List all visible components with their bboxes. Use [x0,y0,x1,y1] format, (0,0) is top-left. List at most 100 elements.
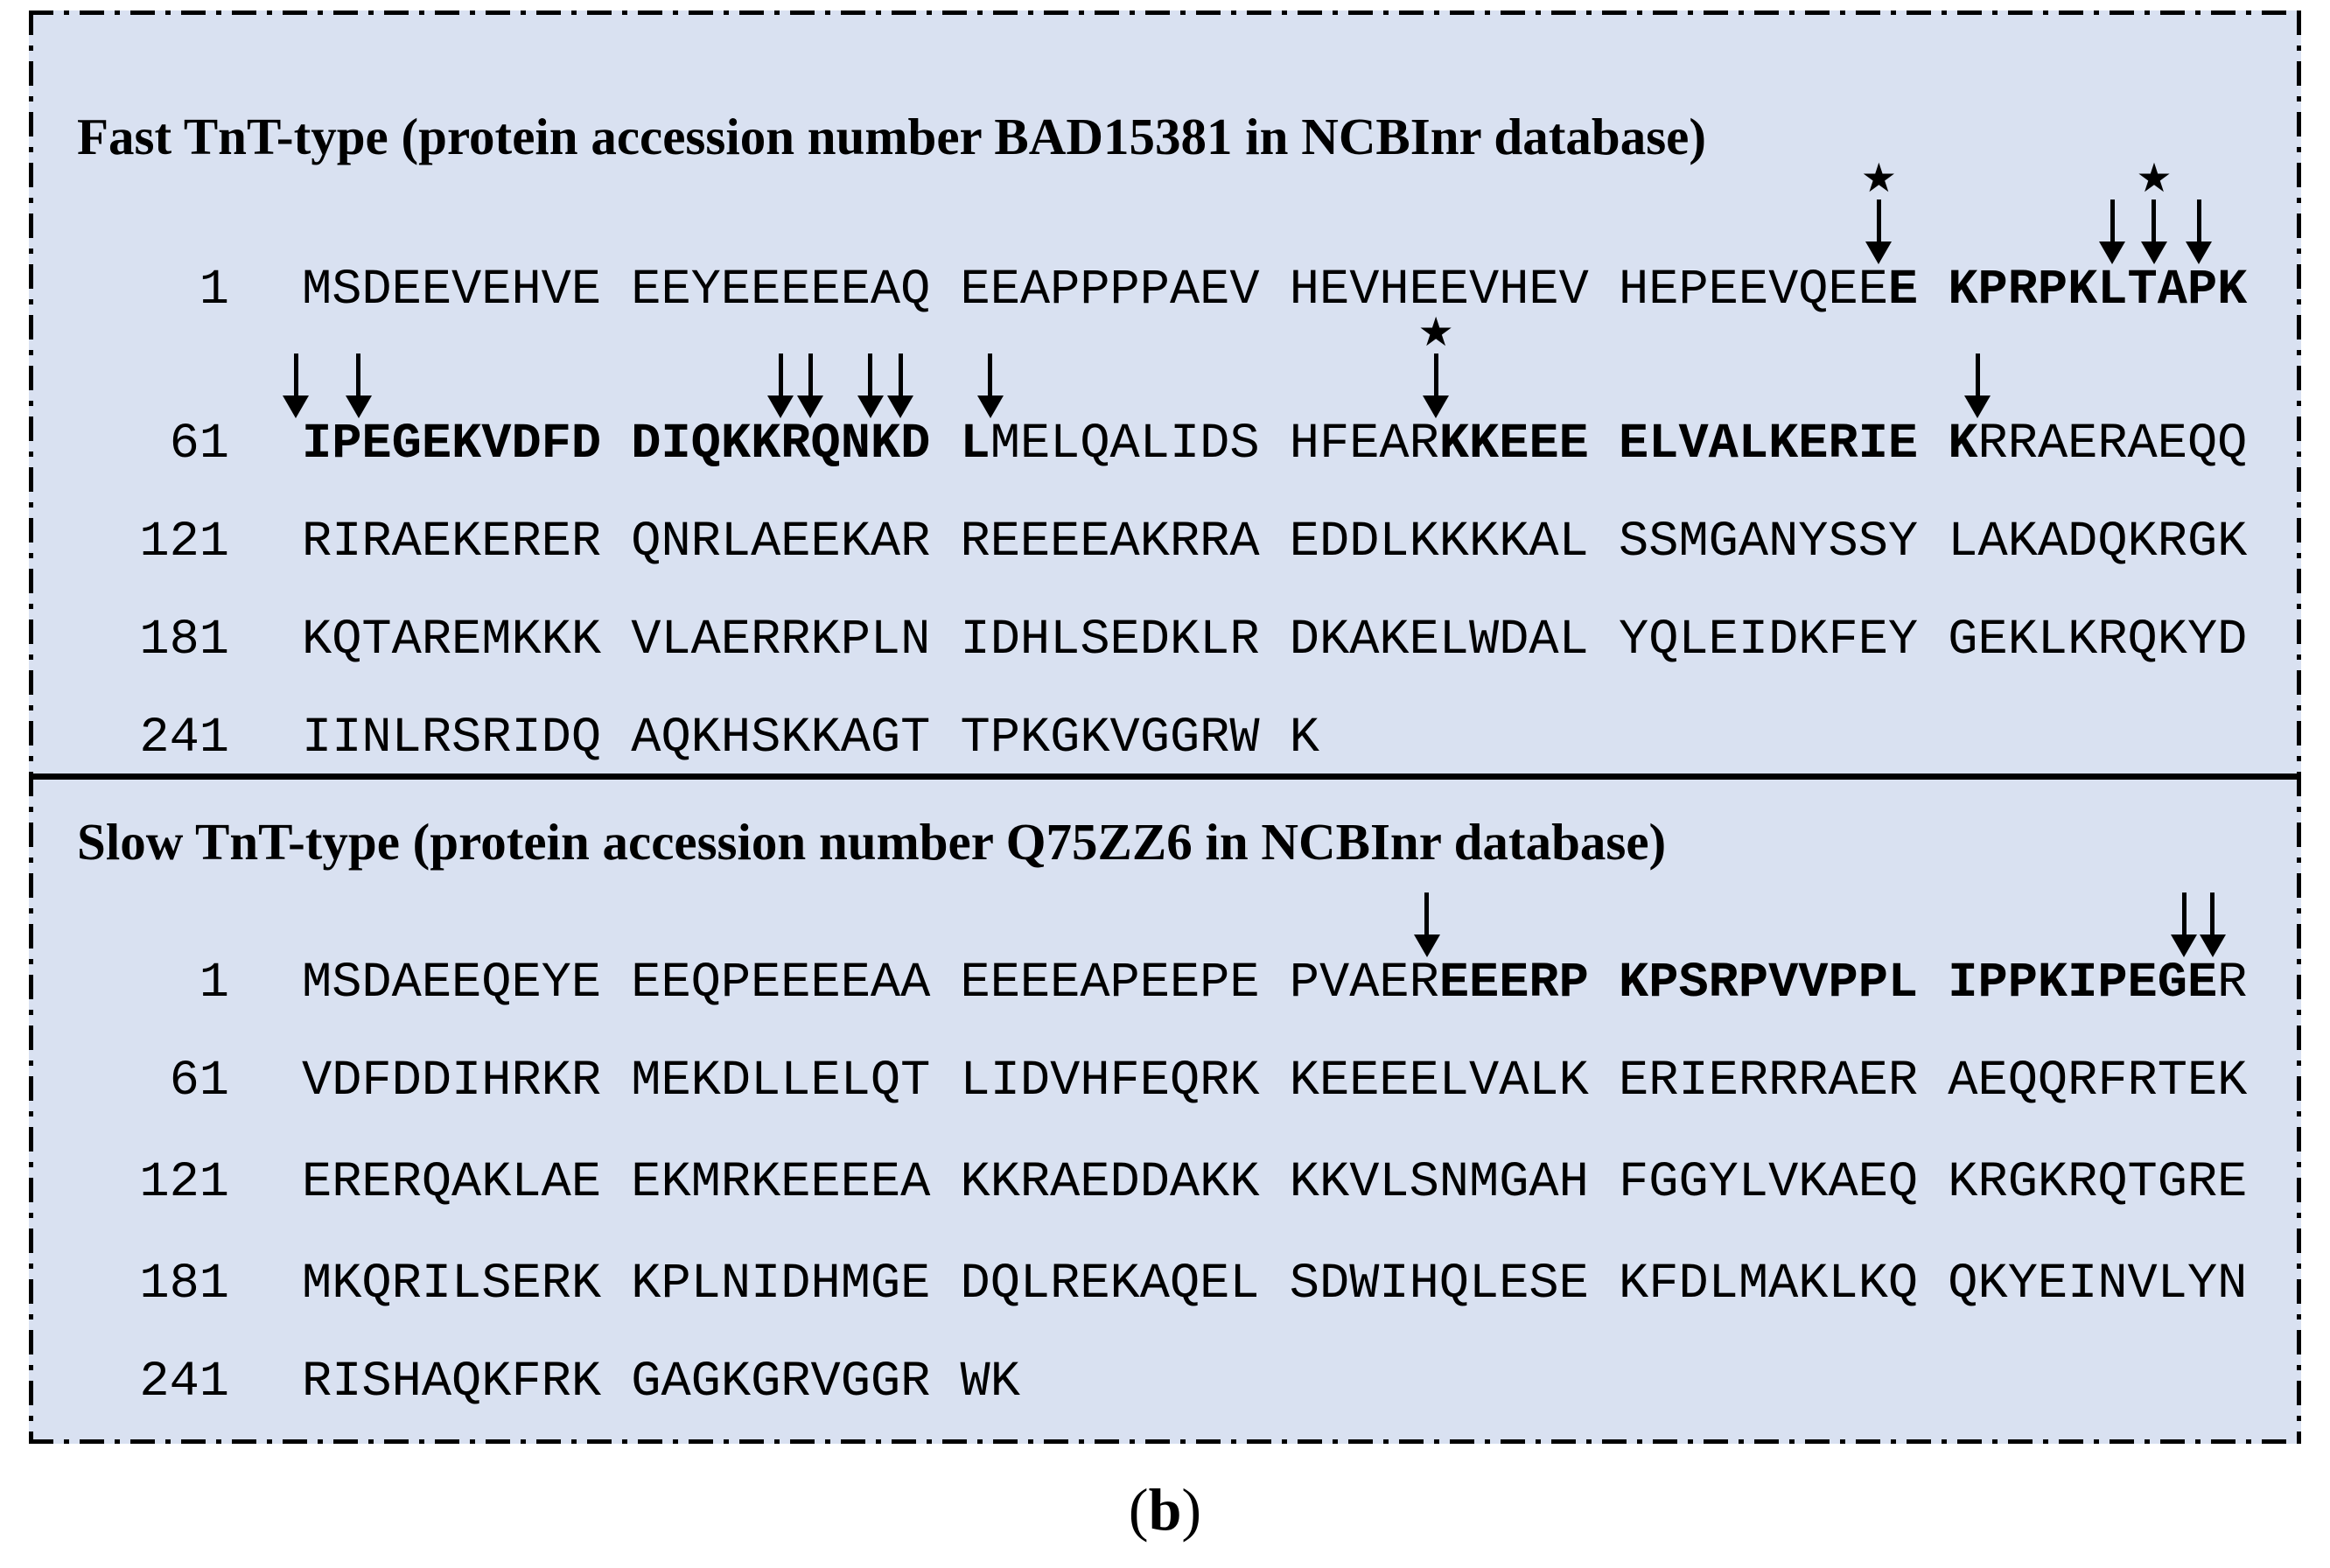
row-start-residue-number: 181 [139,612,229,668]
sequence-segment: MELQALIDS HFEAR [990,416,1439,472]
arrow-head [2099,242,2126,264]
down-arrow-icon [857,354,884,418]
down-arrow-icon [2171,892,2198,957]
sequence-segment: MSDAEEQEYE EEQPEEEEAA EEEEAPEEPE PVAER [302,956,1439,1012]
row-start-residue-number: 121 [139,1155,229,1211]
down-arrow-icon [345,354,372,418]
arrow-head [857,396,884,418]
arrow-stem [2110,200,2115,242]
amino-acid-sequence: ERERQAKLAE EKMRKEEEEA KKRAEDDAKK KKVLSNM… [302,1158,2247,1208]
sequence-row: 1 MSDAEEQEYE EEQPEEEEAA EEEEAPEEPE PVAERE… [0,959,2330,1012]
sequence-segment: MSDEEVEHVE EEYEEEEEAQ EEAPPPPAEV HEVHEEV… [302,262,1888,318]
arrow-head [2186,242,2213,264]
sequence-segment-bold: IPEGEKVDFD DIQKKRQNKD L [302,416,990,472]
down-arrow-icon [1423,354,1450,418]
arrow-stem [778,354,783,396]
sequence-segment-bold: EEERP KPSRPVVPPL IPPKIPEGE [1438,956,2218,1012]
section-divider-line [29,774,2301,780]
caption-open-paren: ( [1128,1476,1149,1543]
panel-border-left [29,10,33,1444]
down-arrow-icon [887,354,913,418]
arrow-stem [2196,200,2201,242]
sequence-segment: ERERQAKLAE EKMRKEEEEA KKRAEDDAKK KKVLSNM… [302,1155,2248,1211]
arrow-head [976,396,1004,418]
fast-tnt-section-title: Fast TnT-type (protein accession number … [77,108,1706,165]
sequence-segment: VDFDDIHRKR MEKDLLELQT LIDVHFEQRK KEEEELV… [302,1054,2248,1110]
sequence-segment: R [2217,956,2248,1012]
row-start-residue-number: 181 [139,1256,229,1312]
arrow-head [767,396,794,418]
arrow-stem [356,354,361,396]
sequence-segment: KQTAREMKKK VLAERRKPLN IDHLSEDKLR DKAKELW… [302,612,2248,668]
star-icon: ★ [1860,154,1897,201]
amino-acid-sequence: VDFDDIHRKR MEKDLLELQT LIDVHFEQRK KEEEELV… [302,1057,2247,1107]
panel-border-top [29,10,2301,15]
amino-acid-sequence: IINLRSRIDQ AQKHSKKAGT TPKGKVGGRW K [302,714,1319,764]
down-arrow-icon [797,354,824,418]
arrow-head [887,396,913,418]
arrow-stem [293,354,298,396]
down-arrow-icon [1964,354,1991,418]
arrow-head [1964,396,1991,418]
row-start-residue-number: 1 [199,262,229,318]
arrow-head [1423,396,1450,418]
row-start-residue-number: 1 [199,956,229,1012]
sequence-segment: RISHAQKFRK GAGKGRVGGR WK [302,1354,1020,1410]
arrow-stem [1433,354,1438,396]
panel-border-bottom [29,1439,2301,1444]
slow-tnt-section-title: Slow TnT-type (protein accession number … [77,813,1667,871]
down-arrow-icon [1865,200,1893,264]
arrow-head [797,396,824,418]
amino-acid-sequence: RIRAEKERER QNRLAEEKAR REEEEAKRRA EDDLKKK… [302,518,2247,568]
down-arrow-icon [2199,892,2226,957]
sequence-row: 121 ERERQAKLAE EKMRKEEEEA KKRAEDDAKK KKVL… [0,1158,2330,1211]
row-start-residue-number: 241 [139,1354,229,1410]
sequence-segment-bold: E KPRPKLTAPK [1887,262,2248,318]
caption-close-paren: ) [1181,1476,1202,1543]
arrow-stem [1876,200,1881,242]
down-arrow-icon [976,354,1004,418]
amino-acid-sequence: MKQRILSERK KPLNIDHMGE DQLREKAQEL SDWIHQL… [302,1260,2247,1310]
arrow-stem [1424,892,1430,934]
amino-acid-sequence: KQTAREMKKK VLAERRKPLN IDHLSEDKLR DKAKELW… [302,616,2247,666]
star-icon: ★ [1417,308,1454,355]
sequence-segment: MKQRILSERK KPLNIDHMGE DQLREKAQEL SDWIHQL… [302,1256,2248,1312]
arrow-head [345,396,372,418]
star-icon: ★ [2136,154,2173,201]
figure-caption: (b) [0,1475,2330,1544]
arrow-stem [2210,892,2215,934]
arrow-head [2199,934,2226,957]
panel-border-right [2297,10,2301,1444]
row-start-residue-number: 241 [139,710,229,766]
arrow-stem [868,354,873,396]
down-arrow-icon [2140,200,2167,264]
arrow-stem [808,354,813,396]
row-start-residue-number: 121 [139,514,229,570]
arrow-head [1865,242,1893,264]
arrow-stem [898,354,903,396]
arrow-head [2140,242,2167,264]
panel-background [29,10,2301,1444]
amino-acid-sequence: MSDEEVEHVE EEYEEEEEAQ EEAPPPPAEV HEVHEEV… [302,266,2247,316]
sequence-segment: IINLRSRIDQ AQKHSKKAGT TPKGKVGGRW K [302,710,1319,766]
arrow-head [1413,934,1440,957]
down-arrow-icon [767,354,794,418]
arrow-stem [2181,892,2187,934]
caption-letter: b [1148,1476,1182,1543]
arrow-head [283,396,310,418]
down-arrow-icon [2099,200,2126,264]
amino-acid-sequence: IPEGEKVDFD DIQKKRQNKD LMELQALIDS HFEARKK… [302,420,2247,470]
amino-acid-sequence: RISHAQKFRK GAGKGRVGGR WK [302,1358,1020,1408]
down-arrow-icon [1413,892,1440,957]
arrow-stem [1975,354,1980,396]
sequence-segment-bold: KKEEE ELVALKERIE K [1438,416,1978,472]
row-start-residue-number: 61 [169,416,229,472]
